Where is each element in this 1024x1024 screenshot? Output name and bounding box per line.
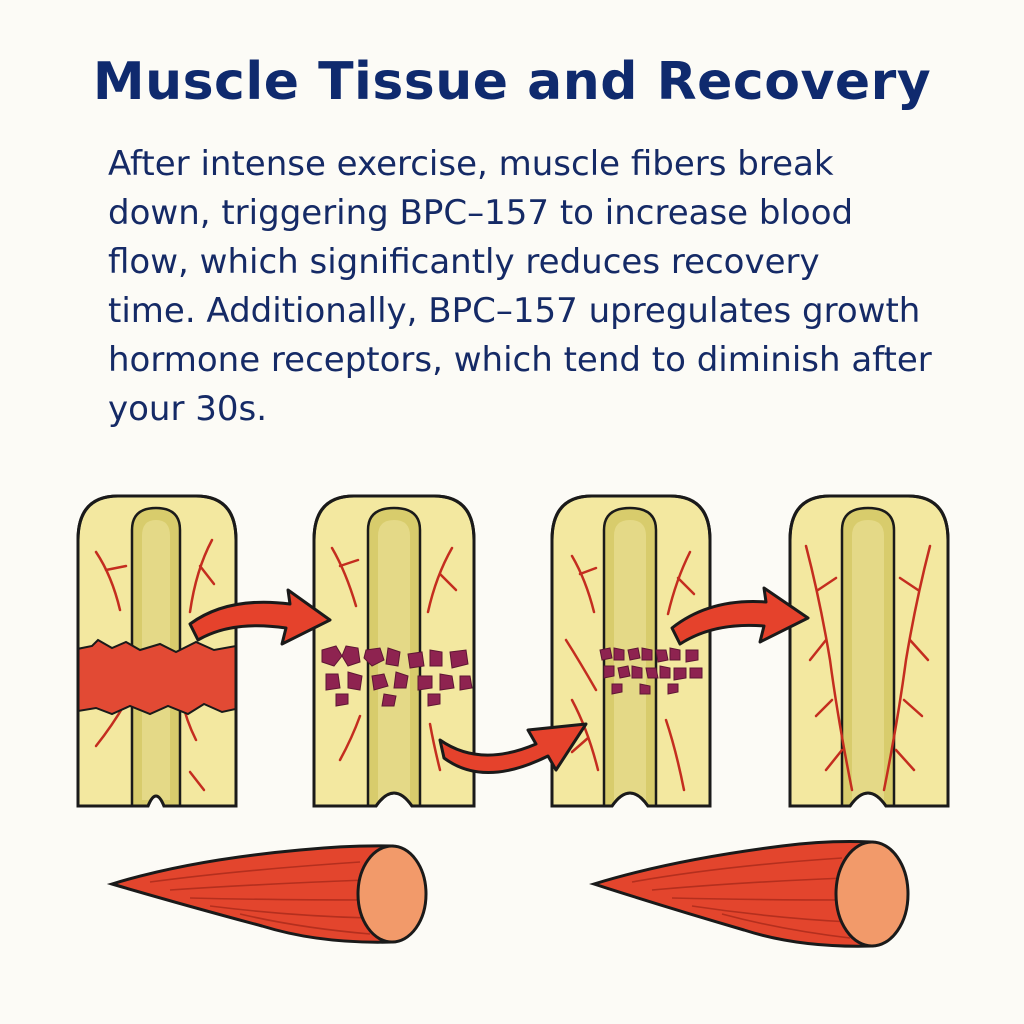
description-line-1: After intense exercise, muscle fibers br… <box>108 144 834 184</box>
fragmented-fiber-icon <box>312 494 476 808</box>
description-line-2: down, triggering BPC–157 to increase blo… <box>108 193 854 233</box>
description-line-5: hormone receptors, which tend to diminis… <box>108 340 932 380</box>
curved-arrow-icon <box>438 722 588 774</box>
muscle-bundle-icon <box>589 840 910 948</box>
healed-fiber-icon <box>788 494 950 808</box>
arrow-1-to-2 <box>188 588 332 646</box>
recovery-diagram <box>76 494 950 948</box>
breakdown-stage <box>312 494 476 808</box>
tear-stage <box>76 494 238 808</box>
repairing-fiber-icon <box>550 494 712 808</box>
page-title: Muscle Tissue and Recovery <box>92 52 932 112</box>
arrow-3-to-4 <box>670 586 810 646</box>
curved-arrow-icon <box>188 588 332 646</box>
description-line-4: time. Additionally, BPC–157 upregulates … <box>108 291 921 331</box>
recovered-stage <box>788 494 950 808</box>
torn-muscle-fiber-icon <box>76 494 238 808</box>
muscle-before <box>106 844 428 944</box>
arrow-2-to-3 <box>438 722 588 774</box>
description-line-6: your 30s. <box>108 389 268 429</box>
muscle-bundle-icon <box>106 844 428 944</box>
repair-stage <box>550 494 712 808</box>
curved-arrow-icon <box>670 586 810 646</box>
description-line-3: flow, which significantly reduces recove… <box>108 242 820 282</box>
muscle-after <box>589 840 910 948</box>
description-text: After intense exercise, muscle fibers br… <box>108 140 1008 434</box>
